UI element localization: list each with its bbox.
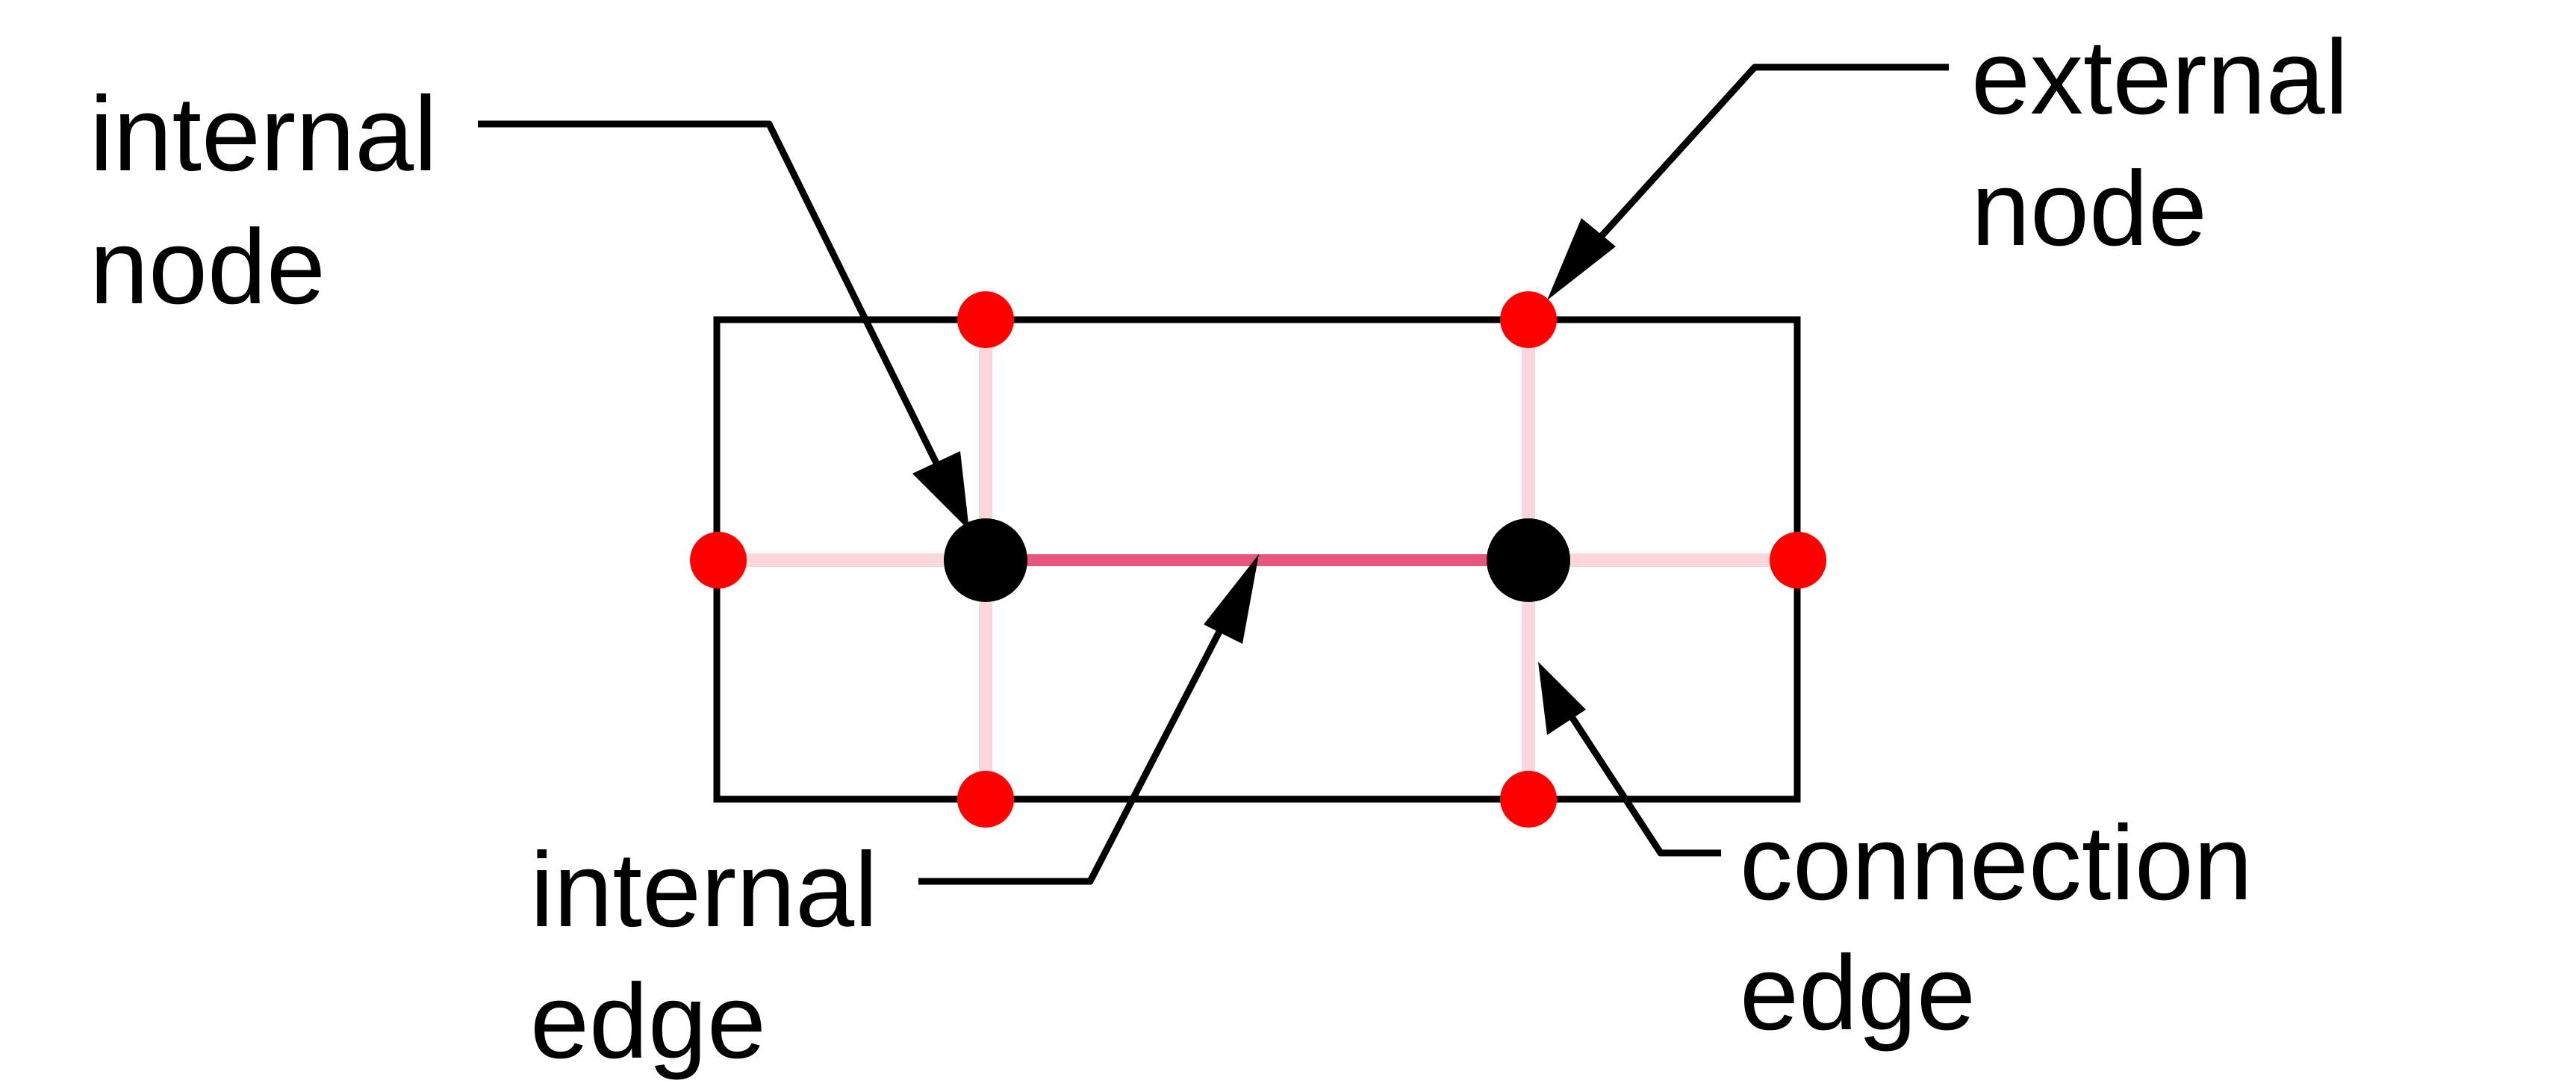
arrowheads	[912, 218, 1616, 735]
arrowhead-internal-node	[912, 451, 969, 530]
label-connection-edge: connection edge	[1740, 804, 2253, 1052]
internal-nodes	[944, 518, 1570, 602]
label-external-node-line1: external	[1971, 18, 2348, 137]
arrowhead-external-node	[1547, 218, 1616, 300]
internal-node-right	[1487, 518, 1570, 602]
label-internal-edge-line2: edge	[530, 962, 766, 1081]
external-node-left	[690, 532, 747, 589]
leader-connection-edge	[1565, 709, 1721, 857]
external-node-bottom-left	[957, 771, 1014, 828]
label-internal-edge-line1: internal	[530, 831, 878, 949]
leader-external-node	[1584, 63, 1949, 255]
label-internal-node: internal node	[90, 75, 438, 326]
label-connection-edge-line1: connection	[1740, 804, 2253, 922]
external-node-bottom-right	[1500, 771, 1557, 828]
label-external-node-line2: node	[1971, 149, 2207, 268]
arrowhead-connection-edge	[1538, 662, 1586, 735]
leader-internal-node	[478, 120, 940, 465]
external-nodes	[690, 291, 1826, 828]
external-node-top-right	[1500, 291, 1557, 348]
external-node-top-left	[957, 291, 1014, 348]
label-internal-node-line2: node	[90, 208, 326, 326]
label-connection-edge-line2: edge	[1740, 934, 1976, 1052]
internal-node-left	[944, 518, 1027, 602]
label-internal-edge: internal edge	[530, 831, 878, 1081]
external-node-right	[1770, 532, 1826, 589]
leader-lines	[478, 63, 1949, 885]
leader-internal-edge	[918, 622, 1226, 885]
arrowhead-internal-edge	[1204, 554, 1259, 644]
label-internal-node-line1: internal	[90, 75, 438, 193]
label-external-node: external node	[1971, 18, 2348, 268]
